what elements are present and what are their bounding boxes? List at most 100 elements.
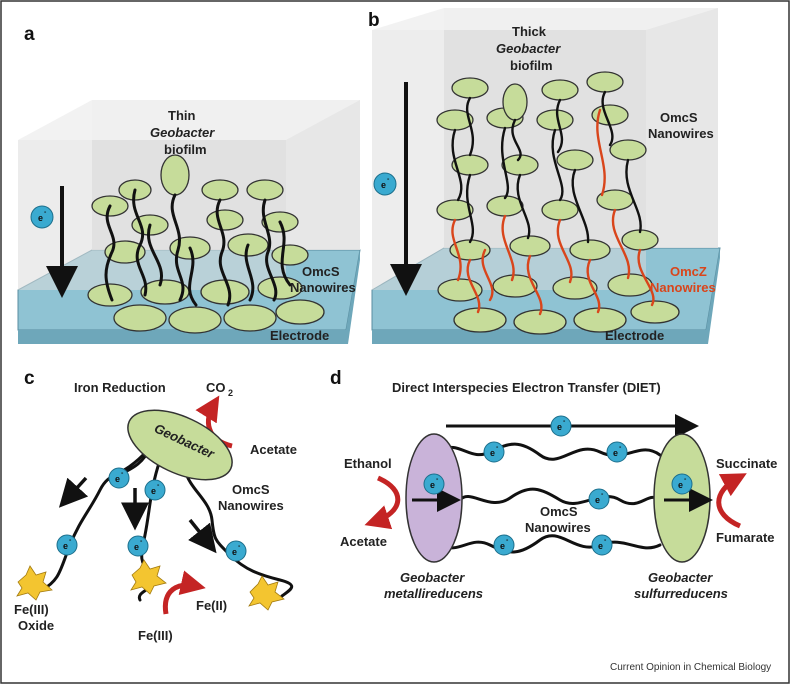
panel-a-letter: a xyxy=(24,24,35,45)
panel-d-right-label-2: sulfurreducens xyxy=(634,586,728,601)
panel-c-iron-oxide-1 xyxy=(16,565,53,601)
svg-text:-: - xyxy=(140,538,143,545)
panel-d-left-label-1: Geobacter xyxy=(400,570,465,585)
panel-c-fe2-label: Fe(II) xyxy=(196,598,227,613)
panel-a-nanowire-label-2: Nanowires xyxy=(290,280,356,295)
panel-b-electron: e - xyxy=(373,172,397,196)
panel-d: d Direct Interspecies Electron Transfer … xyxy=(330,368,777,601)
panel-c-title: Iron Reduction xyxy=(74,380,166,395)
panel-d-electron-7: e - xyxy=(591,534,613,556)
svg-text:-: - xyxy=(387,176,390,183)
panel-c-electron-2: e - xyxy=(144,479,166,501)
svg-text:-: - xyxy=(496,444,499,451)
panel-b-biofilm-label-1: Thick xyxy=(512,24,547,39)
svg-text:-: - xyxy=(436,476,439,483)
svg-text:e: e xyxy=(430,480,435,490)
panel-c-fe-arrow xyxy=(162,570,206,615)
panel-c-iron-oxide-2 xyxy=(130,559,167,595)
panel-c-letter: c xyxy=(24,368,35,389)
svg-text:e: e xyxy=(63,541,68,551)
footer-credit: Current Opinion in Chemical Biology xyxy=(610,662,771,673)
svg-text:-: - xyxy=(601,491,604,498)
panel-d-left-label-2: metallireducens xyxy=(384,586,483,601)
svg-text:e: e xyxy=(38,213,43,223)
panel-c-nanowire-label-1: OmcS xyxy=(232,482,270,497)
svg-text:e: e xyxy=(490,448,495,458)
svg-text:e: e xyxy=(598,541,603,551)
svg-text:e: e xyxy=(115,474,120,484)
panel-d-acetate: Acetate xyxy=(340,534,387,549)
panel-b-letter: b xyxy=(368,10,380,31)
svg-text:-: - xyxy=(157,482,160,489)
panel-b-omcz-label-2: Nanowires xyxy=(650,280,716,295)
panel-a-electrode-label: Electrode xyxy=(270,328,329,343)
panel-a-nanowire-label-1: OmcS xyxy=(302,264,340,279)
panel-d-fumarate: Fumarate xyxy=(716,530,775,545)
panel-d-electron-6: e - xyxy=(493,534,515,556)
panel-c-nanowire-label-2: Nanowires xyxy=(218,498,284,513)
panel-c-feoxide-label-1: Fe(III) xyxy=(14,602,49,617)
panel-a-cells xyxy=(87,154,325,334)
panel-c-arrow-3 xyxy=(188,518,217,554)
panel-a-omcs-wires xyxy=(104,188,292,307)
panel-a-biofilm-label-1: Thin xyxy=(168,108,195,123)
svg-text:-: - xyxy=(563,418,566,425)
panel-d-fumarate-arrow xyxy=(716,473,747,529)
svg-text:-: - xyxy=(69,537,72,544)
panel-d-electron-top: e - xyxy=(550,415,572,437)
panel-b-omcz-wires xyxy=(451,108,655,316)
panel-c-co2-sub: 2 xyxy=(228,388,233,398)
svg-text:-: - xyxy=(619,444,622,451)
panel-d-title: Direct Interspecies Electron Transfer (D… xyxy=(392,380,661,395)
panel-b: b xyxy=(368,8,721,344)
svg-text:e: e xyxy=(613,448,618,458)
panel-d-electron-3: e - xyxy=(483,441,505,463)
svg-text:-: - xyxy=(238,543,241,550)
panel-b-electrode-label: Electrode xyxy=(605,328,664,343)
svg-text:e: e xyxy=(595,495,600,505)
panel-c-acetate: Acetate xyxy=(250,442,297,457)
panel-d-electron-4: e - xyxy=(606,441,628,463)
panel-d-left-cell xyxy=(405,433,463,563)
panel-c-arrow-1 xyxy=(58,476,89,508)
svg-text:e: e xyxy=(134,542,139,552)
panel-b-biofilm-label-2: Geobacter xyxy=(496,41,561,56)
panel-d-right-cell xyxy=(653,433,711,563)
panel-c: c Iron Reduction CO 2 Acetate Geobacter … xyxy=(14,368,297,643)
panel-c-co2: CO xyxy=(206,380,226,395)
panel-d-letter: d xyxy=(330,368,342,389)
panel-d-electron-2: e - xyxy=(671,473,693,495)
panel-c-electron-3: e - xyxy=(56,534,78,556)
svg-text:e: e xyxy=(678,480,683,490)
panel-a-biofilm-label-3: biofilm xyxy=(164,142,207,157)
panel-b-biofilm-label-3: biofilm xyxy=(510,58,553,73)
panel-d-right-label-1: Geobacter xyxy=(648,570,713,585)
svg-text:e: e xyxy=(232,547,237,557)
svg-text:-: - xyxy=(121,470,124,477)
panel-a-electron: e - xyxy=(30,205,54,229)
panel-d-electron-5: e - xyxy=(588,488,610,510)
panel-d-nanowire-label-1: OmcS xyxy=(540,504,578,519)
panel-b-omcz-label-1: OmcZ xyxy=(670,264,707,279)
panel-c-geobacter-cell xyxy=(127,409,233,481)
panel-c-fe3-label: Fe(III) xyxy=(138,628,173,643)
panel-c-feoxide-label-2: Oxide xyxy=(18,618,54,633)
panel-d-ethanol: Ethanol xyxy=(344,456,392,471)
svg-text:-: - xyxy=(604,537,607,544)
panel-a: a xyxy=(17,24,361,344)
svg-text:-: - xyxy=(506,537,509,544)
panel-b-omcs-wires xyxy=(451,90,642,244)
svg-text:e: e xyxy=(500,541,505,551)
panel-b-omcs-label-2: Nanowires xyxy=(648,126,714,141)
svg-text:-: - xyxy=(684,476,687,483)
panel-c-electron-1: e - xyxy=(108,467,130,489)
panel-d-succinate: Succinate xyxy=(716,456,777,471)
panel-c-electron-4: e - xyxy=(127,535,149,557)
panel-c-electron-5: e - xyxy=(225,540,247,562)
panel-c-iron-oxide-3 xyxy=(248,575,285,611)
panel-d-nanowire-label-2: Nanowires xyxy=(525,520,591,535)
panel-b-omcs-label-1: OmcS xyxy=(660,110,698,125)
svg-text:e: e xyxy=(151,486,156,496)
svg-text:e: e xyxy=(557,422,562,432)
